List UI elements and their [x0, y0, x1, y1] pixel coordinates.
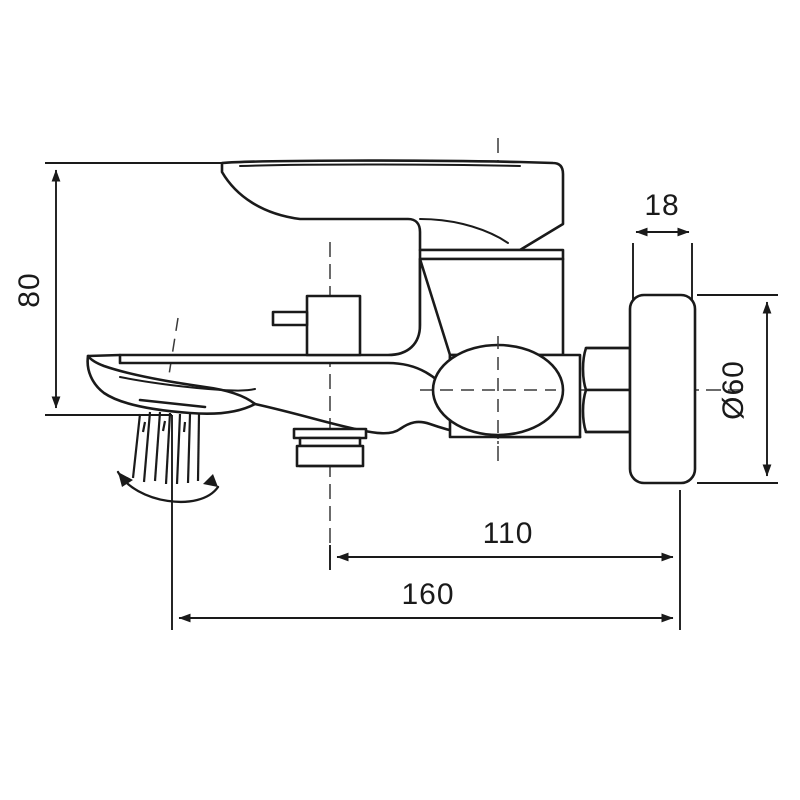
hex-nut-lower-face: [581, 388, 632, 434]
lever-handle-outline: [220, 159, 565, 252]
dim160-label: 160: [401, 578, 454, 611]
outlet-collar-top: [292, 427, 368, 440]
lever-base-plate: [418, 248, 565, 261]
hex-nut: [581, 346, 632, 434]
spout-outlet-face: [138, 398, 207, 409]
dim80-label: 80: [13, 272, 46, 307]
dimension-d60: Ø60: [697, 294, 778, 484]
dim18-label: 18: [644, 189, 679, 222]
diverter-knob-body: [305, 294, 362, 357]
lever-handle-rear-bevel: [519, 223, 564, 251]
swivel-arrow-left-head: [118, 472, 133, 487]
diverter-knob: [271, 294, 362, 357]
lever-handle: [220, 159, 565, 252]
lever-base-plate-outline: [418, 248, 565, 261]
dimd60-label: Ø60: [717, 360, 750, 420]
escutcheon-outline: [628, 293, 697, 485]
cartridge-boss-ellipse: [431, 336, 565, 444]
hex-nut-upper-face: [581, 346, 632, 392]
mixer-body: [118, 257, 565, 394]
spout-top-edge: [86, 353, 122, 358]
lever-handle-top-edge: [239, 163, 521, 167]
outlet-collar-lower: [295, 444, 365, 468]
dim110-label: 110: [483, 517, 534, 550]
diverter-knob-tab: [271, 310, 309, 327]
lever-handle-crease: [419, 218, 509, 244]
shower-outlet-connector: [292, 427, 368, 468]
water-stream-lines: [131, 411, 201, 485]
swivel-arrow-right-head: [203, 474, 218, 487]
dimension-110: 110: [329, 490, 681, 570]
dimension-80: 80: [13, 162, 222, 416]
dimension-160: 160: [171, 415, 681, 630]
spout-inner-edge: [119, 376, 256, 392]
swivel-spout: [86, 353, 257, 416]
swivel-rotation-arrow: [116, 470, 220, 503]
escutcheon-cover: [628, 293, 697, 485]
dimension-18: 18: [632, 189, 693, 300]
